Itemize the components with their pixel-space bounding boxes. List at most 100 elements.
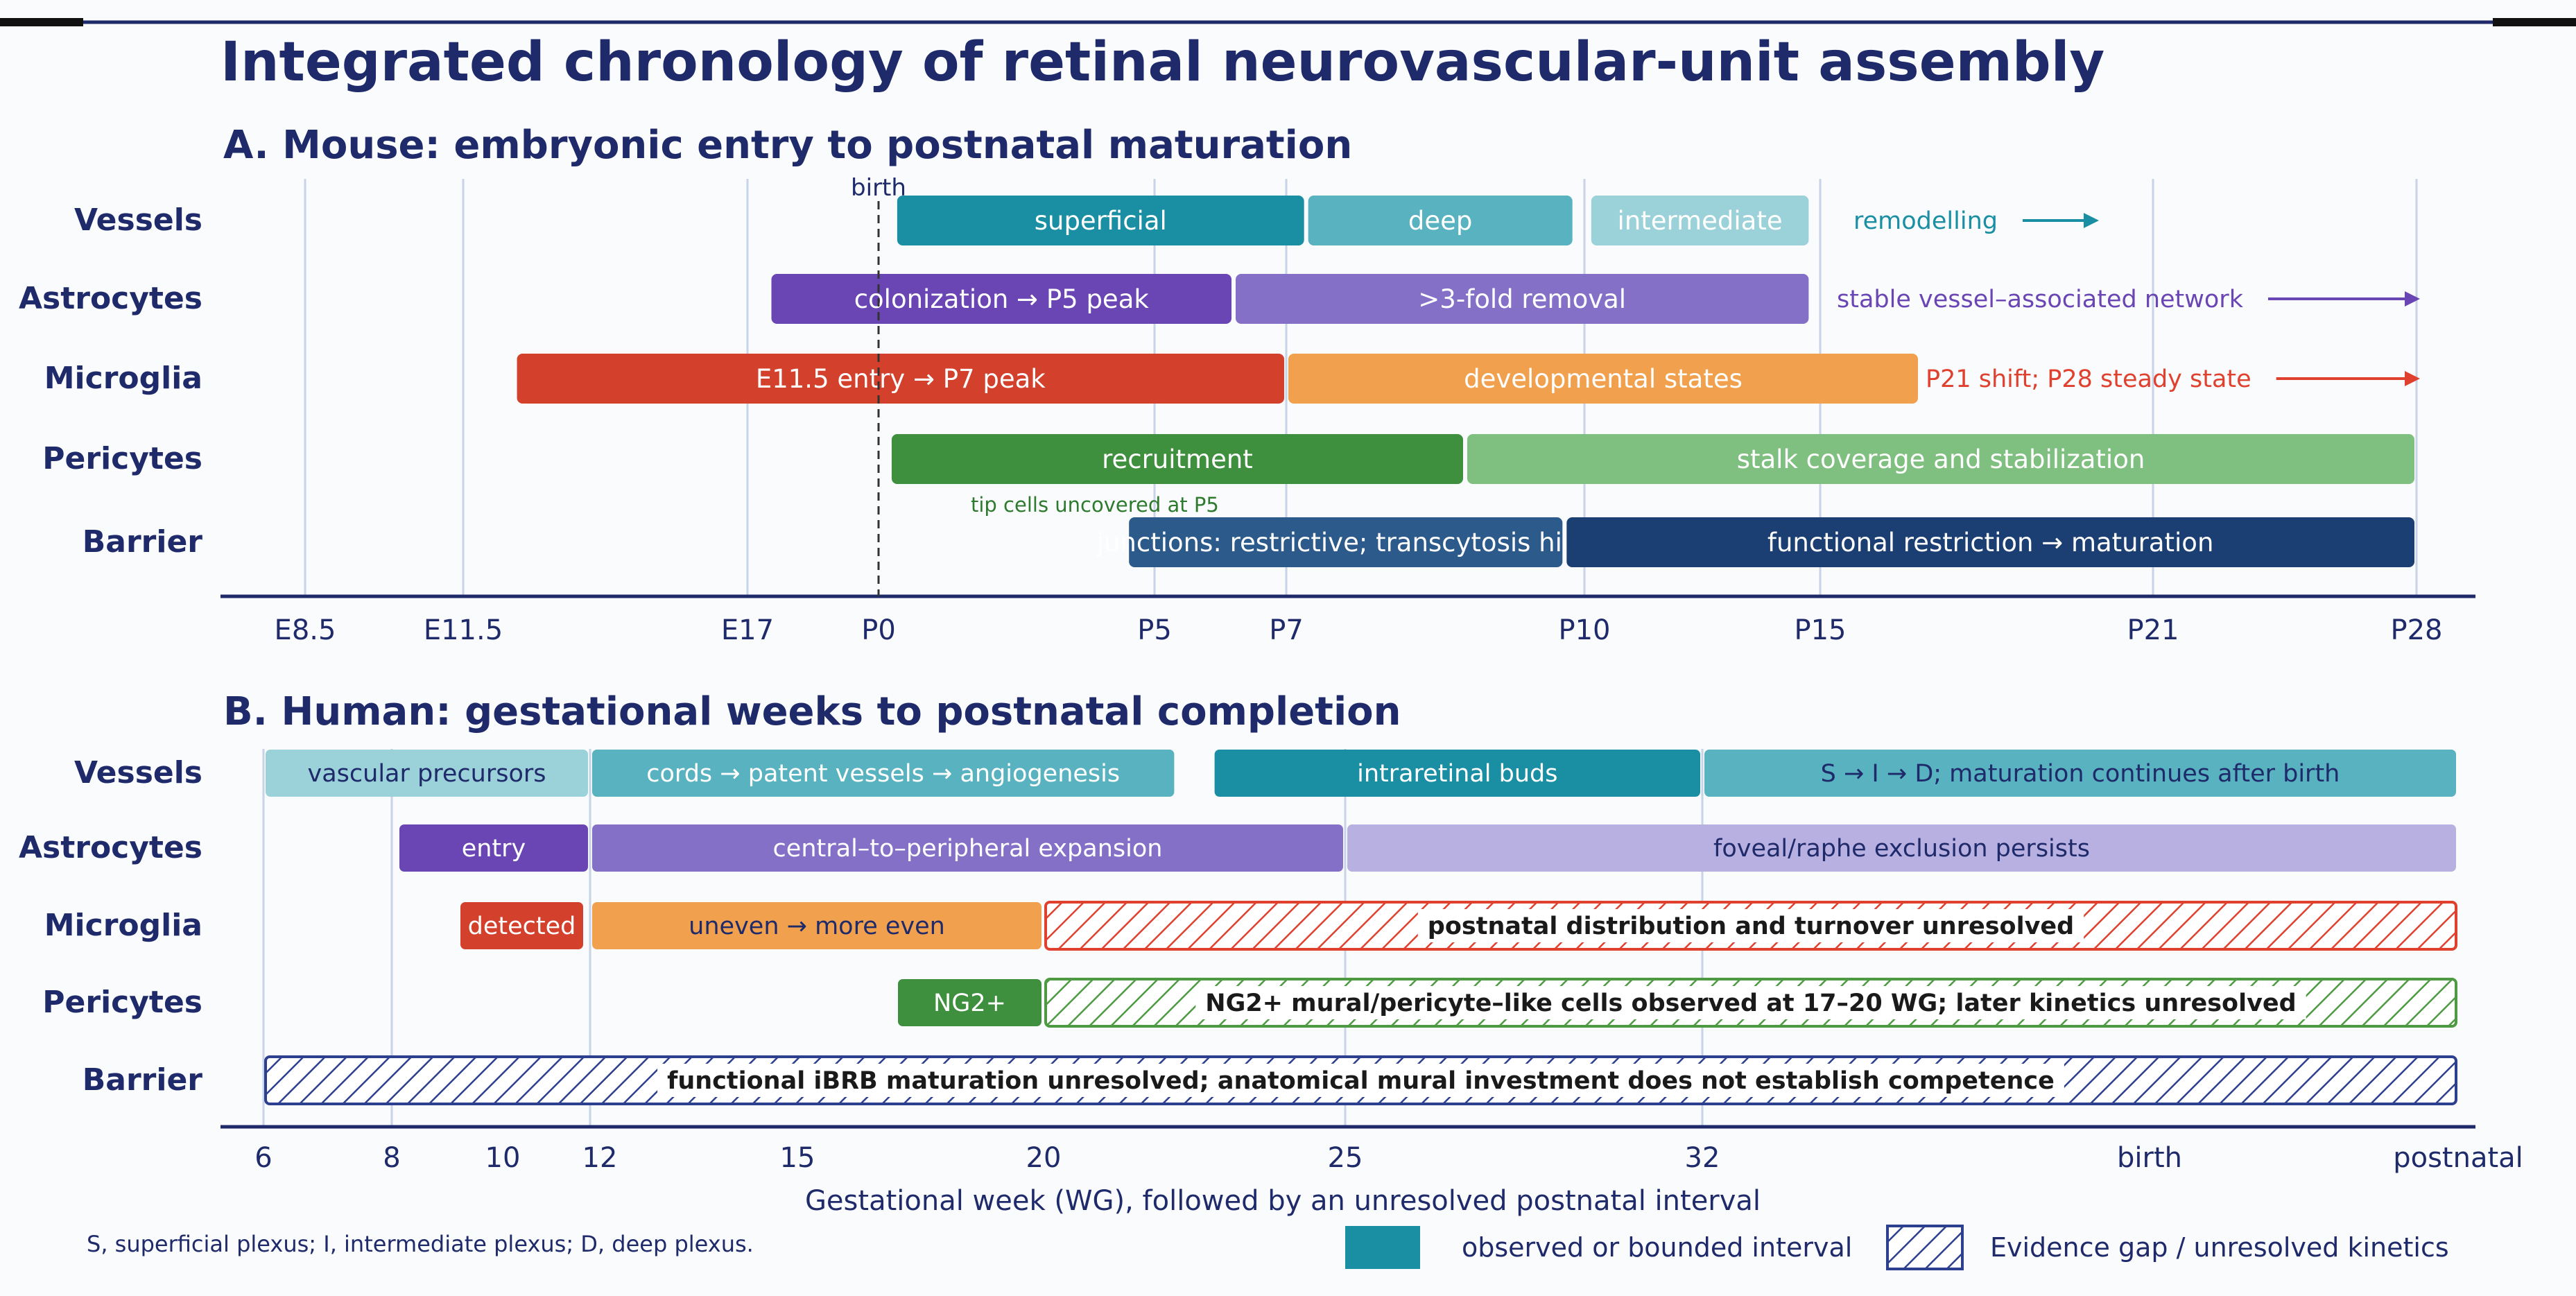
panel-b-gap-label-bg [1195,986,2306,1019]
birth-label: birth [851,174,906,202]
panel-b-gap-postnatal-distribution-and-turnover-unre: postnatal distribution and turnover unre… [1044,901,2457,951]
panel-b-bar-label: cords → patent vessels → angiogenesis [646,760,1120,788]
panel-b-bar-rect [460,902,583,949]
panel-b-tick-label: 8 [383,1142,400,1174]
panel-b-row-label-astrocytes: Astrocytes [19,830,202,865]
panel-a-bar-rect [1236,274,1809,324]
panel-b-gap-label: functional iBRB maturation unresolved; a… [667,1067,2055,1095]
panel-b-gap-label: NG2+ mural/pericyte–like cells observed … [1205,990,2296,1017]
panel-b-bar-entry: entry [399,824,588,872]
panel-a-bar-label: intermediate [1618,206,1783,236]
panel-a-bar-deep: deep [1308,196,1573,245]
panel-a-bar-junctions-restrictive-transcytosis-high: junctions: restrictive; transcytosis hig… [1096,517,1595,567]
panel-a-arrow-remodelling: remodelling [1853,207,2099,235]
panel-b-bar-s-i-d-maturation-continues-after-birth: S → I → D; maturation continues after bi… [1704,750,2456,797]
panel-a-row-label-astrocytes: Astrocytes [19,281,202,316]
panel-b-x-axis-label: Gestational week (WG), followed by an un… [805,1185,1761,1217]
panel-a-bar-rect [1129,517,1563,567]
panel-b-bar-rect [1214,750,1700,797]
panel-a-row-label-microglia: Microglia [44,361,202,396]
panel-a-bar-stalk-coverage-and-stabilization: stalk coverage and stabilization [1467,434,2414,484]
panel-a-tick-label: E11.5 [424,614,503,646]
panel-a-bar-label: colonization → P5 peak [854,284,1150,314]
panel-b-gap-label: postnatal distribution and turnover unre… [1428,913,2074,940]
panel-b-tick-label: postnatal [2393,1142,2523,1174]
panel-a-bar-rect [771,274,1231,324]
panel-b-bar-detected: detected [460,902,583,949]
panel-b-bar-rect [1704,750,2456,797]
panel-b-bar-foveal-raphe-exclusion-persists: foveal/raphe exclusion persists [1347,824,2456,872]
panel-a-bar-label: junctions: restrictive; transcytosis hig… [1096,528,1595,558]
panel-a-bar-rect [891,434,1463,484]
panel-a-bar-label: E11.5 entry → P7 peak [756,364,1046,394]
panel-a-bar-label: stalk coverage and stabilization [1737,444,2145,474]
panel-b-bar-rect [266,750,588,797]
panel-a-tick-label: P0 [861,614,896,646]
panel-a-bar-label: functional restriction → maturation [1767,528,2213,558]
panel-b-row-label-pericytes: Pericytes [42,985,202,1020]
arrow-head-icon [2405,371,2420,386]
panel-a-bar-rect [1288,354,1918,404]
panel-b-bar-rect [898,979,1041,1026]
panel-a-tick-label: P5 [1137,614,1172,646]
panel-b-tick-label: 10 [485,1142,521,1174]
panel-b-tick-label: 25 [1328,1142,1363,1174]
panel-b-row-label-barrier: Barrier [83,1062,203,1098]
panel-a-tick-label: E17 [721,614,774,646]
panel-a-arrow-label: P21 shift; P28 steady state [1926,365,2251,393]
panel-b-gap-label-bg [1417,909,2084,942]
panel-a-bar-rect [897,196,1304,245]
panel-a-arrow-stable-vessel-associated-network: stable vessel–associated network [1837,286,2420,313]
figure-title: Integrated chronology of retinal neurova… [221,31,2104,94]
panel-b-tick-label: birth [2117,1142,2182,1174]
panel-a-bar-label: developmental states [1464,364,1743,394]
panel-b-bar-central-to-peripheral-expansion: central–to–peripheral expansion [592,824,1343,872]
panel-b-row-label-microglia: Microglia [44,908,202,943]
legend-observed-swatch [1345,1226,1420,1269]
panel-a-bar-rect [1308,196,1573,245]
legend-gap-label: Evidence gap / unresolved kinetics [1990,1232,2449,1263]
panel-a-bar-recruitment: recruitment [891,434,1463,484]
panel-a-bar-functional-restriction-maturation: functional restriction → maturation [1566,517,2414,567]
panel-a-bar-colonization-p5-peak: colonization → P5 peak [771,274,1231,324]
panel-b-tick-label: 15 [780,1142,815,1174]
panel-b-tick-label: 32 [1685,1142,1720,1174]
panel-b-bar-label: detected [468,913,576,940]
panel-a-bar-superficial: superficial [897,196,1304,245]
panel-a-arrow-label: remodelling [1853,207,1998,235]
panel-a-bar-rect [1566,517,2414,567]
panel-b-bar-rect [592,824,1343,872]
panel-b-row-label-vessels: Vessels [74,755,202,790]
panel-b-bar-rect [592,902,1041,949]
panel-a-tick-label: P15 [1794,614,1846,646]
panel-a-bar-intermediate: intermediate [1591,196,1809,245]
panel-a-arrow-label: stable vessel–associated network [1837,286,2244,313]
panel-b-bar-label: vascular precursors [308,760,546,788]
panel-b-bar-intraretinal-buds: intraretinal buds [1214,750,1700,797]
tip-cells-note: tip cells uncovered at P5 [971,493,1219,517]
panel-b-tick-label: 6 [254,1142,272,1174]
panel-a-bar-rect [517,354,1285,404]
panel-a-bar-rect [1591,196,1809,245]
arrow-head-icon [2083,213,2099,228]
legend-observed-label: observed or bounded interval [1462,1232,1852,1263]
panel-a-tick-label: P21 [2127,614,2179,646]
panel-b-bar-ng2: NG2+ [898,979,1041,1026]
panel-b-tick-label: 12 [582,1142,618,1174]
panel-b-gap-functional-ibrb-maturation-unresolved-an: functional iBRB maturation unresolved; a… [264,1055,2457,1105]
panel-a-tick-label: P10 [1558,614,1610,646]
panel-b-bar-vascular-precursors: vascular precursors [266,750,588,797]
panel-b-bar-label: foveal/raphe exclusion persists [1713,835,2090,863]
panel-a-bar-e11-5-entry-p7-peak: E11.5 entry → P7 peak [517,354,1285,404]
panel-a-bar-3-fold-removal: >3-fold removal [1236,274,1809,324]
panel-b-gap-ng2-mural-pericyte-like-cells-observed-a: NG2+ mural/pericyte–like cells observed … [1044,978,2457,1028]
panel-b-bar-label: NG2+ [933,990,1006,1017]
top-rule-left-cap [0,18,83,26]
panel-b-gap-label-bg [657,1064,2064,1097]
panel-b-bar-label: uneven → more even [689,913,945,940]
panel-b-title: B. Human: gestational weeks to postnatal… [223,689,1401,734]
panel-a-bar-label: superficial [1035,206,1167,236]
panel-b-tick-label: 20 [1026,1142,1062,1174]
legend-gap-swatch [1886,1225,1964,1270]
